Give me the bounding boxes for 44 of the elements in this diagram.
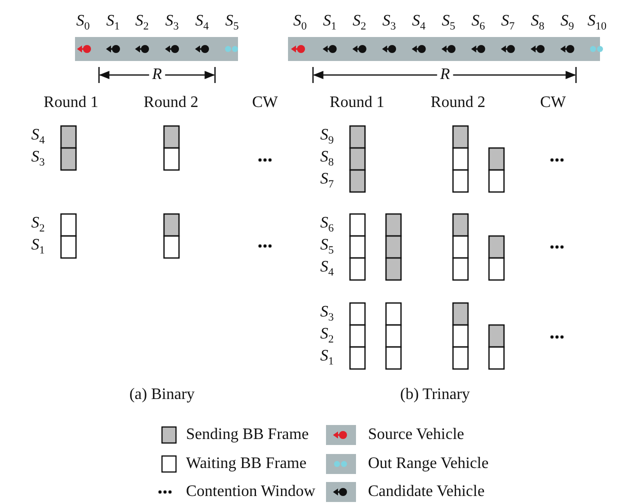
station-label: S$_{2}$: [352, 13, 366, 33]
row-label: S$_{9}$: [320, 127, 334, 147]
row-label: S$_{4}$: [320, 259, 334, 279]
row-label: S$_{1}$: [31, 237, 45, 257]
legend-label: Waiting BB Frame: [186, 456, 306, 472]
legend-label: Candidate Vehicle: [368, 484, 485, 500]
column-header: CW: [252, 95, 278, 111]
column-header: Round 1: [330, 95, 384, 111]
station-label: S$_{0}$: [76, 13, 90, 33]
station-label: S$_{6}$: [471, 13, 485, 33]
legend-label: Out Range Vehicle: [368, 456, 489, 472]
station-label: S$_{3}$: [382, 13, 396, 33]
column-header: CW: [540, 95, 566, 111]
station-label: S$_{1}$: [322, 13, 336, 33]
row-label: S$_{3}$: [320, 304, 334, 324]
station-label: S$_{4}$: [412, 13, 426, 33]
legend-label: Source Vehicle: [368, 427, 464, 443]
row-label: S$_{2}$: [320, 326, 334, 346]
row-label: S$_{3}$: [31, 149, 45, 169]
row-label: S$_{4}$: [31, 127, 45, 147]
station-label: S$_{1}$: [106, 13, 120, 33]
column-header: Round 2: [430, 95, 486, 111]
row-label: S$_{2}$: [31, 215, 45, 235]
row-label: S$_{5}$: [320, 237, 334, 257]
station-label: S$_{8}$: [530, 13, 544, 33]
subfigure-caption: (b) Trinary: [400, 387, 470, 403]
row-label: S$_{6}$: [320, 215, 334, 235]
station-label: S$_{5}$: [442, 13, 456, 33]
station-label: S$_{5}$: [225, 13, 239, 33]
station-label: S$_{3}$: [165, 13, 179, 33]
subfigure-caption: (a) Binary: [129, 387, 195, 403]
column-header: Round 2: [144, 95, 198, 111]
row-label: S$_{7}$: [320, 171, 334, 191]
station-label: S$_{4}$: [195, 13, 209, 33]
row-label: S$_{8}$: [320, 149, 334, 169]
station-label: S$_{7}$: [501, 13, 515, 33]
legend-label: Sending BB Frame: [186, 427, 309, 443]
legend-label: Contention Window: [186, 484, 316, 500]
station-label: S$_{2}$: [135, 13, 149, 33]
station-label: S$_{9}$: [560, 13, 574, 33]
station-label: S$_{10}$: [588, 13, 606, 33]
row-label: S$_{1}$: [320, 348, 334, 368]
station-label: S$_{0}$: [293, 13, 307, 33]
column-header: Round 1: [44, 95, 98, 111]
